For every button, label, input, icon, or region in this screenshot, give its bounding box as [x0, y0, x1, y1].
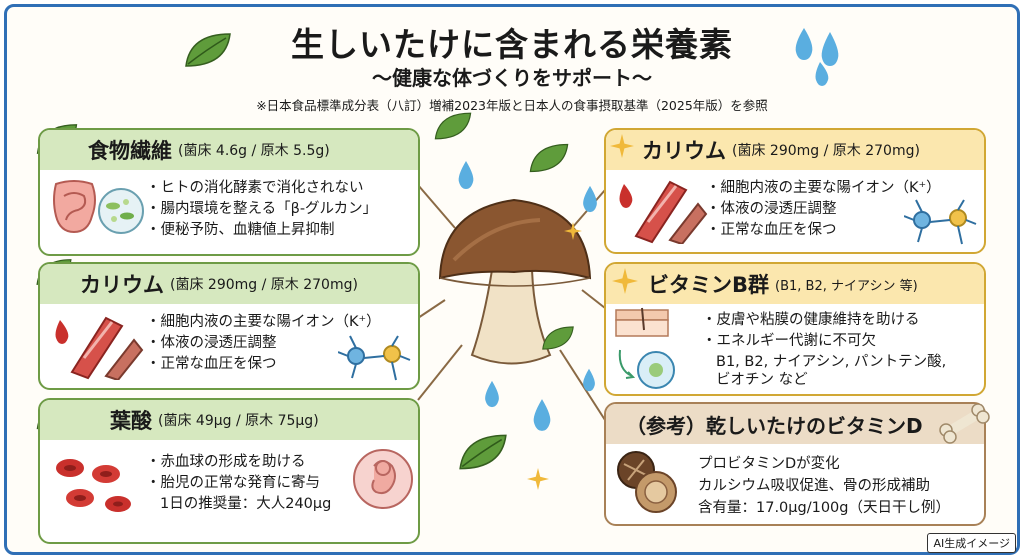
leaf-icon — [529, 143, 569, 173]
vitamin-d-line: 含有量：17.0μg/100g（天日干し例） — [698, 500, 950, 516]
water-drop-icon — [583, 185, 597, 213]
potassium-card-right: カリウム (菌床 290mg / 原木 270mg) 細胞内液の主要な陽イオン（… — [604, 128, 986, 254]
list-item: 体液の浸透圧調整 — [706, 199, 941, 220]
folate-recommended: 1日の推奨量：大人240μg — [160, 496, 332, 512]
vitamin-b-card-header: ビタミンB群 (B1, B2, ナイアシン 等) — [606, 264, 984, 304]
potassium-list: 細胞内液の主要な陽イオン（K⁺） 体液の浸透圧調整 正常な血圧を保つ — [706, 178, 941, 241]
potassium-card-left: カリウム (菌床 290mg / 原木 270mg) 細胞内液の主要な陽イオン（… — [38, 262, 420, 390]
water-drop-icon — [795, 28, 839, 86]
list-item: 細胞内液の主要な陽イオン（K⁺） — [146, 312, 381, 333]
page-title: 生しいたけに含まれる栄養素 — [291, 25, 733, 64]
list-item: 胎児の正常な発育に寄与 — [146, 473, 321, 494]
list-item: 便秘予防、血糖値上昇抑制 — [146, 220, 377, 241]
folate-card: 葉酸 (菌床 49μg / 原木 75μg) 赤血球の形成を助ける 胎児の正常な… — [38, 398, 420, 544]
source-note: ※日本食品標準成分表（八訂）増補2023年版と日本人の食事摂取基準（2025年版… — [256, 98, 768, 113]
ai-generated-badge: AI生成イメージ — [927, 533, 1016, 553]
vitamin-b-types-line1: B1, B2, ナイアシン, パントテン酸, — [716, 354, 947, 370]
folate-list: 赤血球の形成を助ける 胎児の正常な発育に寄与 — [146, 452, 321, 494]
list-item: 赤血球の形成を助ける — [146, 452, 320, 473]
vitamin-b-name: ビタミンB群 — [648, 273, 770, 297]
vitamin-b-types-line2: ビオチン など — [716, 372, 808, 388]
list-item: 正常な血圧を保つ — [706, 220, 941, 241]
vitamin-b-card: ビタミンB群 (B1, B2, ナイアシン 等) 皮膚や粘膜の健康維持を助ける … — [604, 262, 986, 396]
vitamin-d-card-header: （参考）乾しいたけのビタミンD — [606, 404, 984, 444]
sparkle-icon — [527, 468, 549, 490]
bone-icon — [939, 404, 990, 444]
potassium-card-header: カリウム (菌床 290mg / 原木 270mg) — [40, 264, 418, 304]
fiber-card: 食物繊維 (菌床 4.6g / 原木 5.5g) ヒトの消化酵素で消化されない … — [38, 128, 420, 256]
leaf-icon — [434, 112, 472, 140]
leaf-icon — [542, 326, 574, 350]
folate-name: 葉酸 — [110, 409, 152, 433]
potassium-name: カリウム — [642, 139, 726, 163]
bacteria-icon — [98, 188, 144, 234]
vitamin-d-card: （参考）乾しいたけのビタミンD プロビタミンDが変化 カルシウム吸収促進、骨の形… — [604, 402, 986, 526]
vitamin-d-line: プロビタミンDが変化 — [698, 456, 840, 472]
potassium-amount: (菌床 290mg / 原木 270mg) — [732, 143, 920, 159]
sparkle-icon — [610, 134, 634, 158]
water-drop-icon — [533, 399, 551, 431]
fiber-name: 食物繊維 — [88, 139, 172, 163]
list-item: ヒトの消化酵素で消化されない — [146, 178, 377, 199]
leaf-icon — [185, 33, 231, 67]
fiber-card-header: 食物繊維 (菌床 4.6g / 原木 5.5g) — [40, 130, 418, 170]
list-item: エネルギー代謝に不可欠 — [702, 331, 920, 352]
mushroom-icon — [438, 198, 592, 365]
sparkle-icon — [564, 222, 582, 240]
intestine-icon — [53, 180, 96, 234]
blood-vessel-icon — [619, 180, 708, 244]
fiber-list: ヒトの消化酵素で消化されない 腸内環境を整える「β-グルカン」 便秘予防、血糖値… — [146, 178, 378, 241]
sparkle-icon — [612, 268, 638, 294]
list-item: 細胞内液の主要な陽イオン（K⁺） — [706, 178, 941, 199]
vitamin-d-line: カルシウム吸収促進、骨の形成補助 — [698, 478, 930, 494]
dried-shiitake-icon — [617, 451, 677, 513]
water-drop-icon — [583, 368, 595, 392]
list-item: 腸内環境を整える「β-グルカン」 — [146, 199, 378, 220]
potassium-amount: (菌床 290mg / 原木 270mg) — [170, 277, 358, 293]
list-item: 体液の浸透圧調整 — [146, 333, 381, 354]
folate-card-header: 葉酸 (菌床 49μg / 原木 75μg) — [40, 400, 418, 440]
list-item: 皮膚や粘膜の健康維持を助ける — [702, 310, 920, 331]
red-blood-cell-icon — [56, 459, 131, 512]
blood-vessel-icon — [55, 316, 144, 380]
fiber-amount: (菌床 4.6g / 原木 5.5g) — [178, 143, 330, 159]
skin-icon — [615, 307, 669, 337]
water-drop-icon — [485, 380, 499, 408]
folate-amount: (菌床 49μg / 原木 75μg) — [158, 413, 319, 429]
water-drop-icon — [458, 161, 474, 189]
fetus-icon — [353, 449, 413, 509]
vitamin-b-list: 皮膚や粘膜の健康維持を助ける エネルギー代謝に不可欠 — [702, 310, 920, 352]
vitamin-d-name: （参考）乾しいたけのビタミンD — [626, 413, 923, 438]
potassium-card-header: カリウム (菌床 290mg / 原木 270mg) — [606, 130, 984, 170]
page-subtitle: 〜健康な体づくりをサポート〜 — [372, 66, 652, 90]
vitamin-b-amount: (B1, B2, ナイアシン 等) — [775, 278, 918, 294]
potassium-list: 細胞内液の主要な陽イオン（K⁺） 体液の浸透圧調整 正常な血圧を保つ — [146, 312, 381, 375]
leaf-icon — [459, 434, 507, 470]
potassium-name: カリウム — [80, 273, 164, 297]
list-item: 正常な血圧を保つ — [146, 354, 381, 375]
cell-icon — [618, 349, 675, 389]
